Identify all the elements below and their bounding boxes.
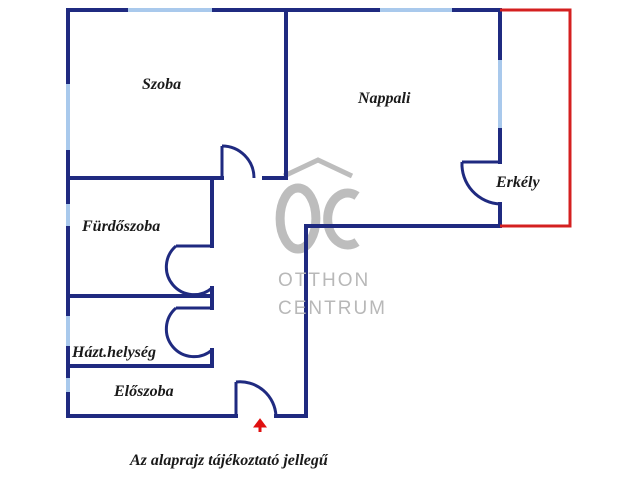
room-label-eloszoba: Előszoba: [114, 383, 174, 400]
door-haztartasi-icon: [164, 306, 213, 359]
windows: [66, 8, 502, 392]
room-label-haztartasi: Házt.helység: [72, 344, 156, 361]
door-furdoszoba-icon: [164, 244, 213, 297]
door-entry-icon: [234, 380, 278, 417]
door-szoba-icon: [220, 144, 256, 179]
watermark-line2: CENTRUM: [278, 298, 387, 319]
room-label-szoba: Szoba: [142, 76, 182, 93]
balcony-outline: [500, 8, 572, 228]
watermark-line1: OTTHON: [278, 270, 371, 291]
entry-arrow-icon: [253, 418, 267, 432]
disclaimer-caption: Az alaprajz tájékoztató jellegű: [130, 452, 328, 469]
watermark-logo-icon: [275, 157, 360, 254]
walls: [66, 8, 502, 418]
room-label-erkely: Erkély: [496, 174, 540, 191]
doors: [164, 144, 501, 417]
door-erkely-icon: [460, 160, 501, 206]
room-label-nappali: Nappali: [358, 90, 411, 107]
room-label-furdoszoba: Fürdőszoba: [82, 218, 161, 235]
